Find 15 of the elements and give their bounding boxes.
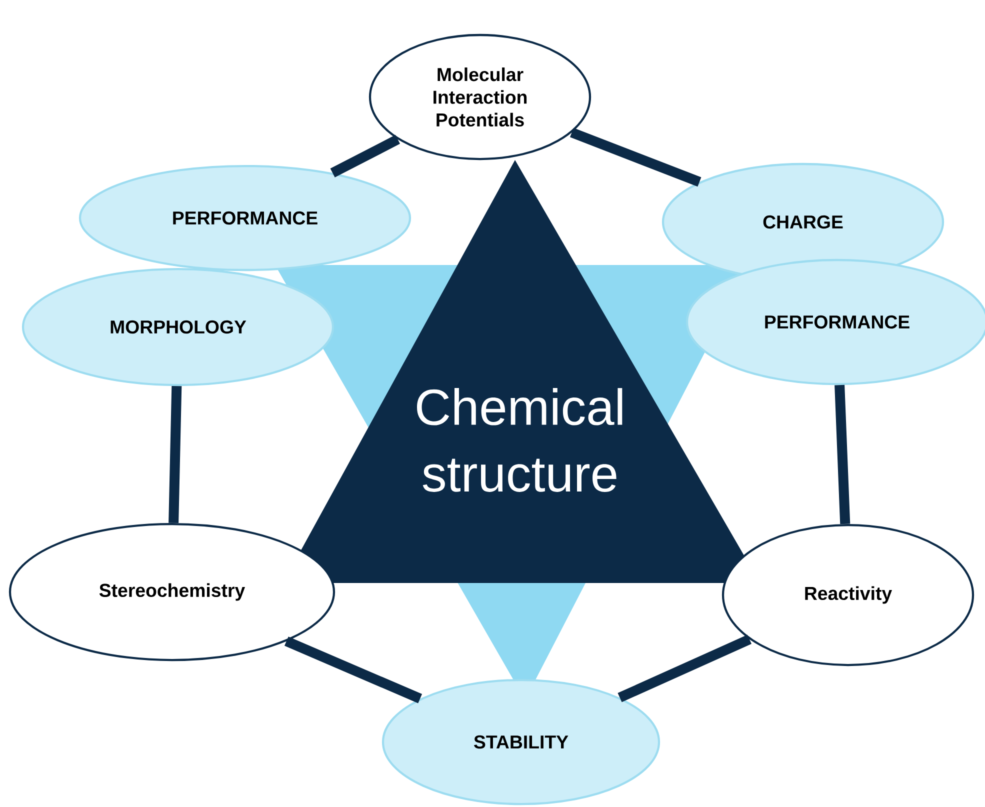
node-label: PERFORMANCE <box>765 315 910 329</box>
connector-line <box>330 134 400 178</box>
connector-line <box>834 384 850 524</box>
ellipse-node: Reactivity <box>722 524 974 666</box>
ellipse-node: Molecular Interaction Potentials <box>368 34 592 160</box>
ellipse-node: Stereochemistry <box>8 522 336 662</box>
ellipse-node: PERFORMANCE <box>78 164 412 272</box>
node-label: Reactivity <box>805 586 892 604</box>
connector-line <box>570 128 702 187</box>
connector-line <box>618 634 752 702</box>
ellipse-node: PERFORMANCE <box>686 258 985 386</box>
ellipse-node: STABILITY <box>382 678 660 806</box>
connector-line <box>284 636 422 704</box>
connector-line <box>168 386 182 524</box>
ellipse-node: MORPHOLOGY <box>22 268 334 386</box>
